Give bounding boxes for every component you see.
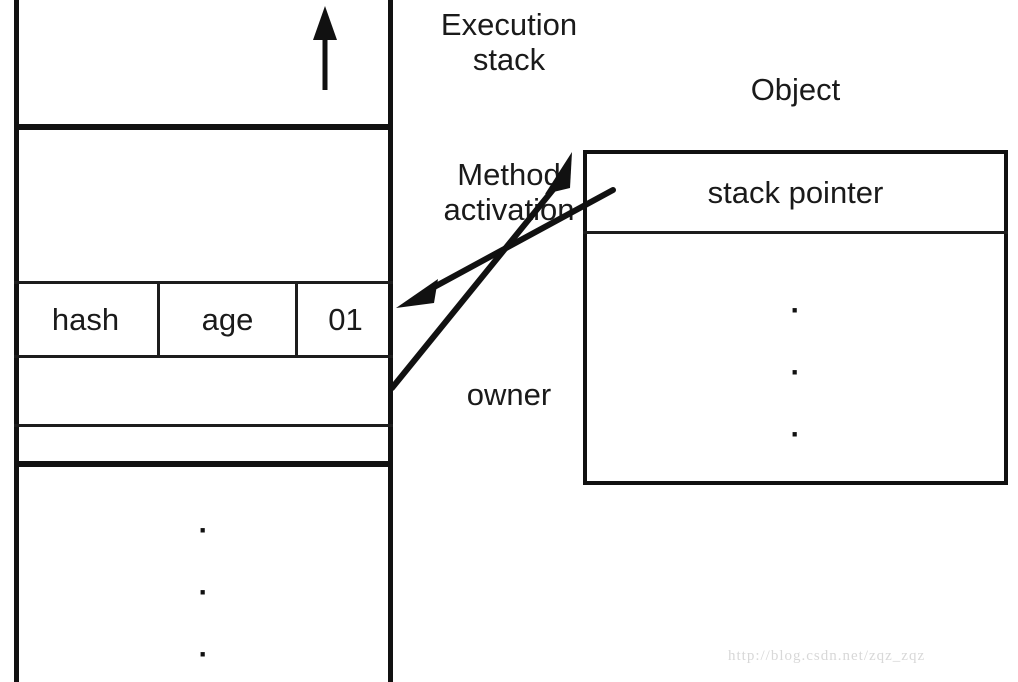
object-box [583,150,1008,485]
stack-divider-owner-bottom [14,424,393,427]
field-cell-01-label: 01 [328,302,363,337]
stack-divider-fields-top [14,281,393,284]
stack-ellipsis-dot-2: · [198,576,209,609]
field-cell-hash-label: hash [51,302,120,337]
stack-ellipsis-dot-1: · [198,514,209,547]
field-cell-01: 01 [295,283,393,357]
field-cell-age-label: age [201,302,254,337]
stack-pointer-label: stack pointer [707,175,884,210]
stack-divider-top [14,124,393,130]
stack-divider-frame-bottom [14,461,393,467]
object-ellipsis-dot-2: · [790,356,801,389]
execution-stack-heading-line2: stack [472,41,546,77]
stack-ellipsis: · · · [14,500,393,682]
object-ellipsis-dot-1: · [790,294,801,327]
watermark-text: http://blog.csdn.net/zqz_zqz [728,648,926,664]
object-title: Object [750,72,841,107]
object-ellipsis-dot-3: · [790,418,801,451]
object-row-divider [583,231,1008,234]
field-cell-age: age [157,283,295,357]
execution-stack-heading-line1: Execution [440,7,578,42]
stack-divider-owner-top [14,355,393,358]
stack-ellipsis-dot-3: · [198,638,209,671]
object-ellipsis: · · · [583,280,1008,466]
stack-field-row: hash age 01 [14,283,393,357]
execution-stack-heading: Execution stack [0,7,1018,77]
field-cell-hash: hash [14,283,157,357]
